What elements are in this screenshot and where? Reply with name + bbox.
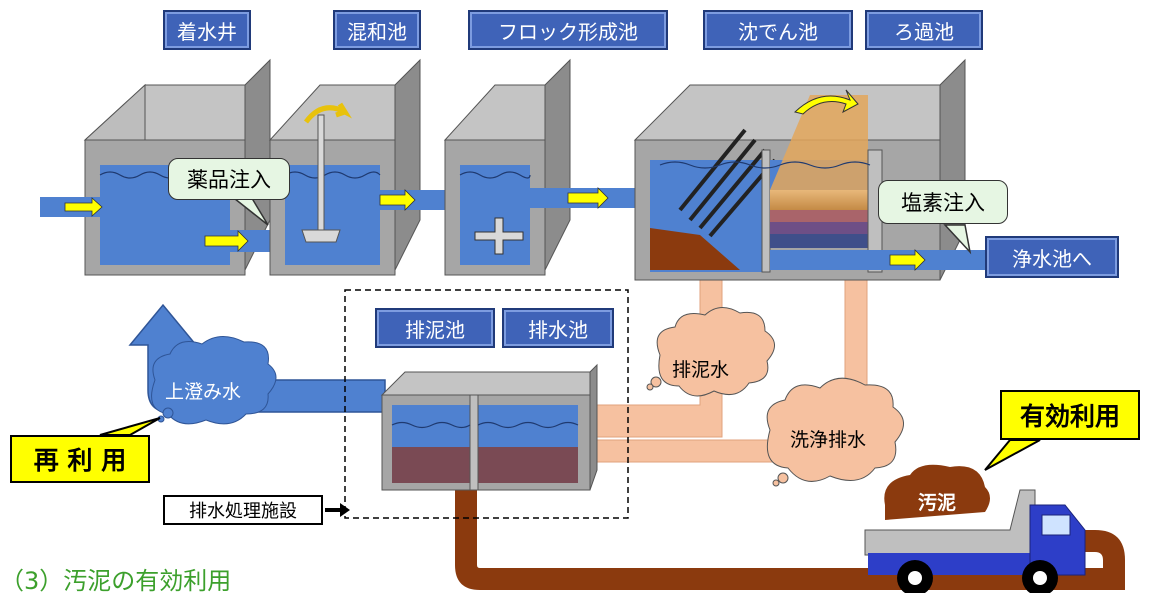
receiving-well-label: 着水井	[163, 10, 251, 50]
sludge-water-text: 排泥水	[672, 359, 730, 381]
flow-arrow-icon	[64, 197, 103, 217]
sludge-water-cloud	[656, 307, 775, 397]
chlorine-injection-callout: 塩素注入	[878, 180, 1008, 224]
drainage-facility-boundary	[344, 289, 629, 519]
callout-tail	[99, 417, 161, 436]
backwash-water-cloud	[766, 377, 904, 482]
sludge-drain-basins	[380, 363, 598, 491]
supernatant-text: 上澄み水	[165, 381, 242, 403]
pointer-arrow-icon	[325, 503, 350, 517]
callout-tail	[984, 439, 1041, 471]
sedimentation-basin-label: 沈でん池	[703, 10, 853, 50]
callout-tail	[943, 224, 972, 255]
sedimentation-filter-tank	[633, 58, 966, 281]
flocculation-basin-label: フロック形成池	[468, 10, 668, 50]
flow-arrow-icon	[379, 189, 416, 211]
supernatant-cloud	[151, 336, 277, 425]
sludge-text: 汚泥	[918, 492, 957, 514]
flow-arrow-icon	[889, 249, 926, 271]
filter-basin-label: ろ過池	[865, 10, 983, 50]
dump-truck-icon	[864, 464, 1086, 593]
flow-arrow-icon	[567, 187, 609, 209]
flocculation-basin-tank	[443, 58, 571, 276]
clear-water-reservoir-label: 浄水池へ	[985, 236, 1119, 278]
mixing-basin-label: 混和池	[333, 10, 421, 50]
caption: （3）汚泥の有効利用	[0, 567, 232, 595]
flow-arrow-icon	[204, 230, 249, 252]
drain-basin-label: 排水池	[502, 308, 614, 348]
mixing-basin-tank	[268, 58, 421, 276]
effective-use-label: 有効利用	[1000, 390, 1140, 440]
drainage-facility-label: 排水処理施設	[163, 495, 323, 525]
reuse-label: 再 利 用	[10, 435, 150, 483]
sludge-pipe	[455, 480, 1125, 590]
sludge-basin-label: 排泥池	[375, 308, 495, 348]
backwash-water-text: 洗浄排水	[790, 429, 867, 451]
chemical-injection-callout: 薬品注入	[168, 158, 290, 200]
